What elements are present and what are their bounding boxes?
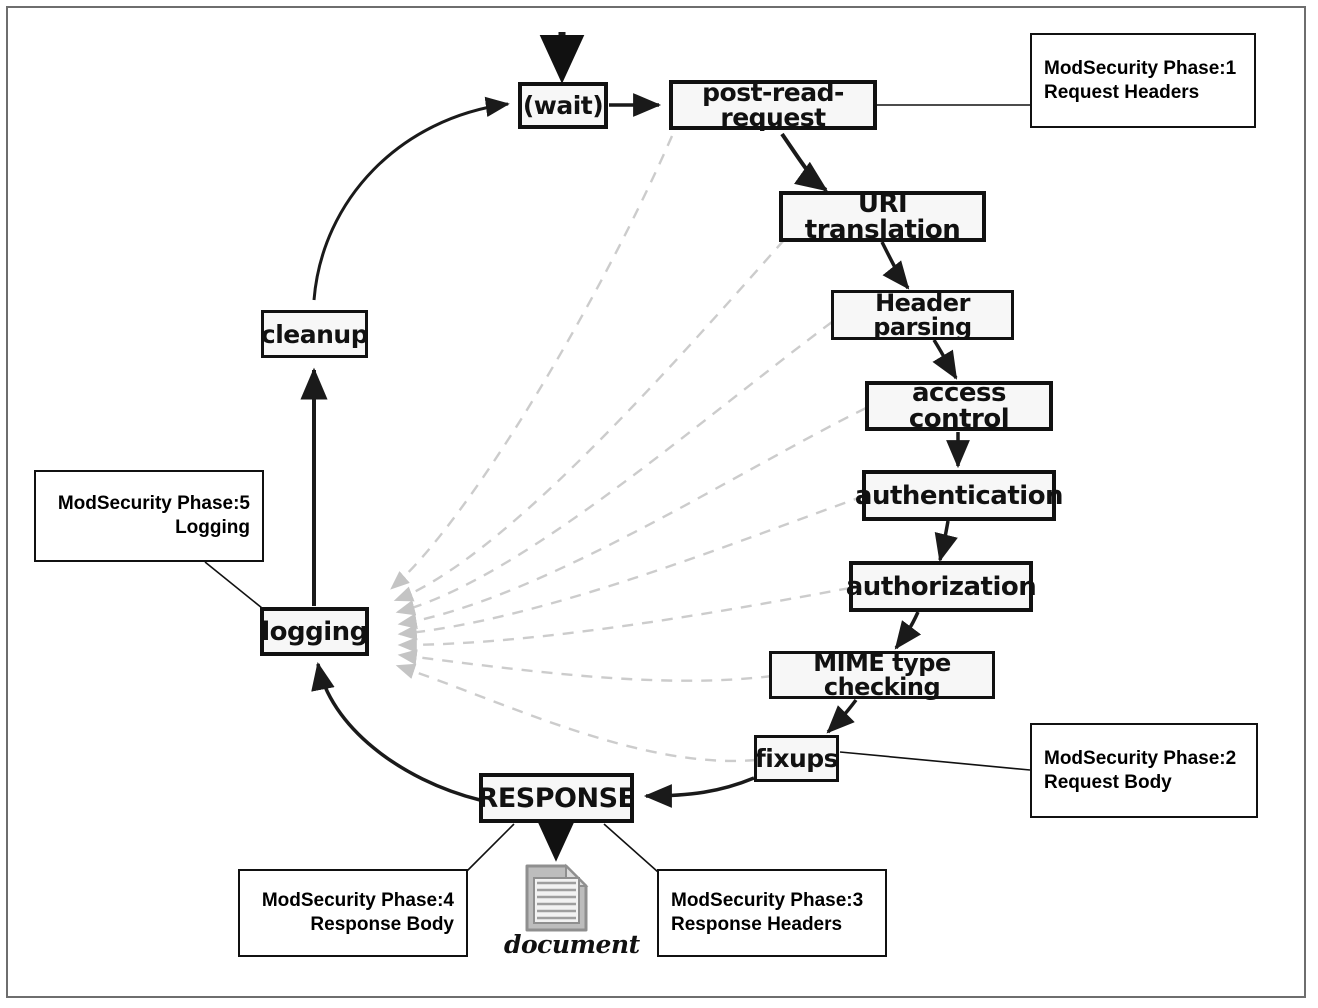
node-mime-type-checking-label: MIME type checking bbox=[813, 649, 951, 701]
node-wait[interactable]: (wait) bbox=[518, 82, 608, 129]
edge-authn-authz bbox=[934, 520, 958, 563]
note-phase3[interactable]: ModSecurity Phase:3 Response Headers bbox=[657, 869, 887, 957]
node-fixups[interactable]: fixups bbox=[754, 735, 839, 782]
node-authentication-label: authentication bbox=[854, 480, 1064, 511]
node-response[interactable]: RESPONSE bbox=[477, 773, 636, 823]
note-phase5[interactable]: ModSecurity Phase:5 Logging bbox=[34, 470, 264, 562]
note-phase4[interactable]: ModSecurity Phase:4 Response Body bbox=[238, 869, 468, 957]
node-uri-translation[interactable]: URI translation bbox=[779, 188, 986, 245]
note-phase4-line2: Response Body bbox=[310, 914, 454, 935]
node-header-parsing[interactable]: Header parsing bbox=[831, 290, 1014, 340]
node-cleanup-label: cleanup bbox=[260, 319, 369, 349]
node-post-read-request[interactable]: post-read-request bbox=[669, 80, 877, 130]
edge-mime-fixups bbox=[826, 698, 858, 734]
note-phase3-line2: Response Headers bbox=[671, 914, 843, 935]
leader-phase3 bbox=[603, 823, 659, 873]
edge-authz-mime bbox=[894, 611, 922, 650]
leader-phase5 bbox=[204, 561, 263, 609]
node-authorization-label: authorization bbox=[845, 571, 1037, 602]
note-phase4-line1: ModSecurity Phase:4 bbox=[261, 890, 454, 912]
dashed-edge-group bbox=[390, 135, 867, 763]
edge-uri-header bbox=[880, 241, 910, 290]
node-access-control[interactable]: access control bbox=[865, 378, 1053, 434]
edge-header-access bbox=[932, 339, 958, 380]
node-authorization[interactable]: authorization bbox=[845, 561, 1037, 612]
node-uri-translation-label: URI translation bbox=[804, 188, 961, 245]
note-phase1[interactable]: ModSecurity Phase:1 Request Headers bbox=[1030, 33, 1256, 128]
note-phase5-line2: Logging bbox=[175, 517, 250, 538]
note-phase2-line1: ModSecurity Phase:2 bbox=[1044, 747, 1237, 769]
edge-response-logging bbox=[311, 661, 481, 802]
edge-cleanup-wait bbox=[312, 96, 510, 301]
leader-phase2 bbox=[839, 751, 1031, 771]
node-access-control-label: access control bbox=[908, 378, 1010, 434]
node-header-parsing-label: Header parsing bbox=[873, 289, 972, 341]
note-phase2-line2: Request Body bbox=[1044, 771, 1172, 793]
node-logging[interactable]: logging bbox=[260, 607, 369, 656]
node-wait-label: (wait) bbox=[522, 91, 604, 120]
node-logging-label: logging bbox=[261, 616, 368, 647]
note-phase2[interactable]: ModSecurity Phase:2 Request Body bbox=[1030, 723, 1258, 818]
note-phase1-line1: ModSecurity Phase:1 bbox=[1044, 57, 1237, 79]
node-cleanup[interactable]: cleanup bbox=[260, 310, 369, 358]
note-phase1-line2: Request Headers bbox=[1044, 81, 1200, 103]
note-phase3-line1: ModSecurity Phase:3 bbox=[671, 890, 864, 912]
node-authentication[interactable]: authentication bbox=[855, 470, 1064, 521]
edge-fixups-response bbox=[643, 776, 755, 808]
node-post-read-request-label: post-read-request bbox=[702, 78, 844, 132]
document-label: document bbox=[504, 930, 640, 959]
leader-phase4 bbox=[465, 823, 515, 873]
note-leader-group bbox=[204, 104, 1031, 873]
edge-postread-uri bbox=[780, 132, 828, 192]
node-response-label: RESPONSE bbox=[477, 782, 636, 814]
image-frame bbox=[6, 6, 1306, 998]
note-phase5-line1: ModSecurity Phase:5 bbox=[57, 493, 250, 515]
node-mime-type-checking[interactable]: MIME type checking bbox=[769, 651, 995, 699]
node-fixups-label: fixups bbox=[754, 744, 839, 773]
